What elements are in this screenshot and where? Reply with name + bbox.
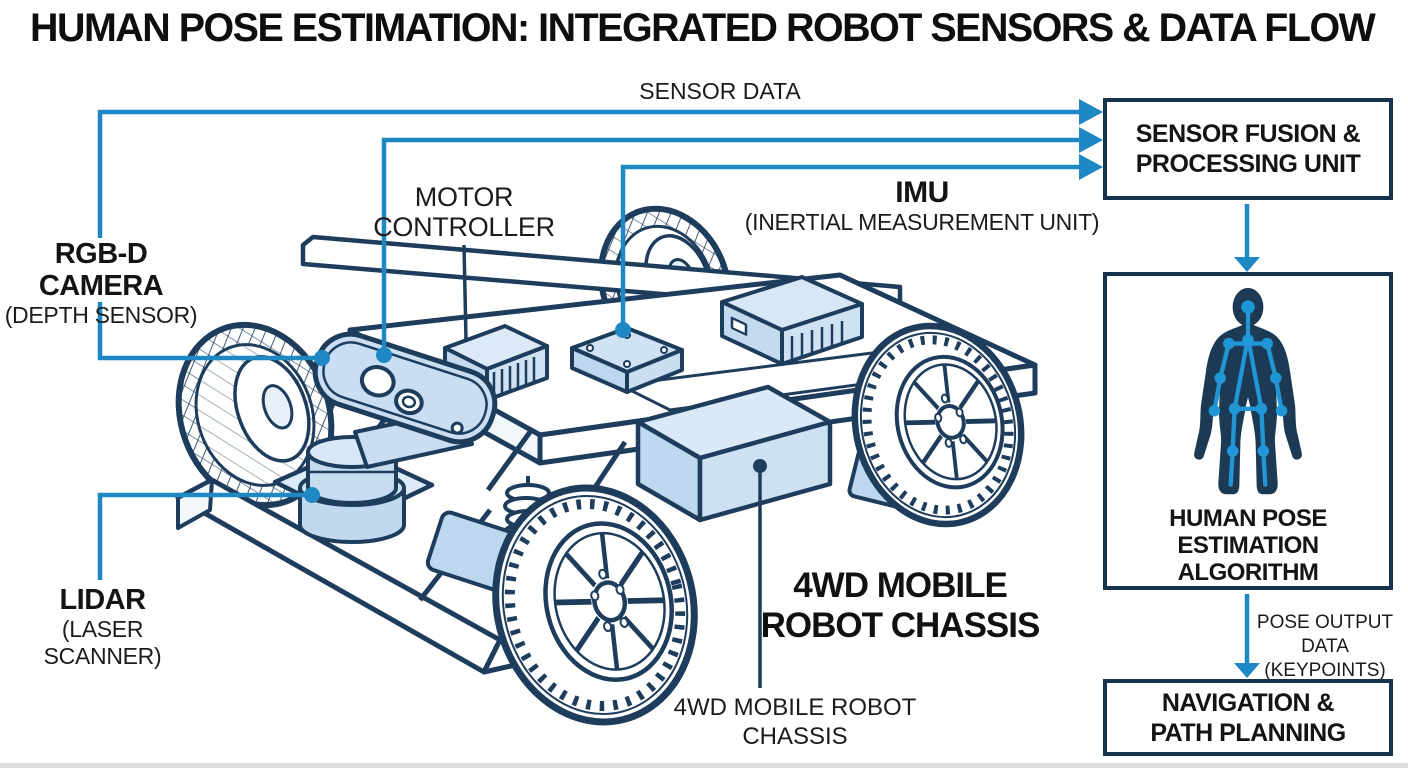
fusion-box-line1: SENSOR FUSION & xyxy=(1135,120,1361,148)
page-title: HUMAN POSE ESTIMATION: INTEGRATED ROBOT … xyxy=(30,6,1376,50)
chassis-big-line2: ROBOT CHASSIS xyxy=(760,606,1041,645)
rgbd-camera-label: RGB-D CAMERA (DEPTH SENSOR) xyxy=(0,238,202,329)
arrow-down-icon xyxy=(1234,663,1260,678)
bottom-edge-band xyxy=(0,763,1408,768)
connector-dot-icon xyxy=(314,350,330,366)
sensor-data-arrow-1 xyxy=(97,109,1082,361)
wheel-rear-left xyxy=(492,484,698,726)
wheel-rear-right xyxy=(851,322,1025,528)
sensor-data-label: SENSOR DATA xyxy=(639,78,801,104)
battery-box xyxy=(635,384,833,523)
connector-dot-icon xyxy=(753,459,767,473)
imu-board xyxy=(570,326,684,394)
sensor-data-arrow-2 xyxy=(381,137,1082,350)
imu-title: IMU xyxy=(895,176,949,209)
chassis-small-line2: CHASSIS xyxy=(742,723,848,750)
pose-box-text: HUMAN POSE ESTIMATION ALGORITHM xyxy=(1169,505,1327,586)
connector-dot-icon xyxy=(615,322,631,338)
human-pose-skeleton-icon xyxy=(1194,287,1302,495)
lidar-label: LIDAR (LASER SCANNER) xyxy=(0,584,205,670)
chassis-small-label: 4WD MOBILE ROBOT CHASSIS xyxy=(645,693,945,751)
motor-controller-line1: MOTOR xyxy=(414,182,514,212)
sensor-data-arrow-3 xyxy=(620,164,1082,325)
robot-chassis-illustration xyxy=(175,205,1038,726)
rgbd-camera-illustration xyxy=(312,331,498,469)
navigation-box: NAVIGATION & PATH PLANNING xyxy=(1103,679,1393,756)
sensor-fusion-box: SENSOR FUSION & PROCESSING UNIT xyxy=(1103,98,1393,200)
pose-box-line1: HUMAN POSE xyxy=(1169,505,1327,532)
pose-output-label: POSE OUTPUT DATA (KEYPOINTS) xyxy=(1250,611,1400,683)
imu-subtitle: (INERTIAL MEASUREMENT UNIT) xyxy=(744,209,1100,235)
pose-box-line2: ESTIMATION xyxy=(1177,532,1319,559)
connector-dot-icon xyxy=(304,487,320,503)
chassis-big-label: 4WD MOBILE ROBOT CHASSIS xyxy=(742,566,1058,646)
human-pose-box: HUMAN POSE ESTIMATION ALGORITHM xyxy=(1103,272,1393,590)
fusion-box-line2: PROCESSING UNIT xyxy=(1135,150,1361,178)
arrow-right-icon xyxy=(1079,99,1103,125)
nav-box-line1: NAVIGATION & xyxy=(1161,688,1335,717)
chassis-big-line1: 4WD MOBILE xyxy=(793,566,1008,605)
connector-dot-icon xyxy=(376,347,392,363)
pose-box-line3: ALGORITHM xyxy=(1177,559,1319,586)
rgbd-camera-title: RGB-D CAMERA xyxy=(38,238,164,302)
motor-controller-leader-line xyxy=(462,244,468,341)
lidar-leader-line xyxy=(97,492,306,580)
arrow-down-icon xyxy=(1234,257,1260,272)
arrow-right-icon xyxy=(1079,154,1103,180)
lidar-title: LIDAR xyxy=(59,584,146,616)
lidar-subtitle: (LASER SCANNER) xyxy=(43,616,162,669)
electronics-box xyxy=(720,275,864,366)
arrow-right-icon xyxy=(1079,127,1103,153)
chassis-small-line1: 4WD MOBILE ROBOT xyxy=(673,694,917,721)
motor-controller-label: MOTOR CONTROLLER xyxy=(364,182,564,242)
imu-label: IMU (INERTIAL MEASUREMENT UNIT) xyxy=(742,177,1102,236)
rgbd-camera-subtitle: (DEPTH SENSOR) xyxy=(4,302,198,328)
pose-output-line2: (KEYPOINTS) xyxy=(1264,660,1386,681)
motor-controller-line2: CONTROLLER xyxy=(373,212,555,242)
nav-box-line2: PATH PLANNING xyxy=(1150,718,1346,747)
pose-output-line1: POSE OUTPUT DATA xyxy=(1256,612,1394,657)
